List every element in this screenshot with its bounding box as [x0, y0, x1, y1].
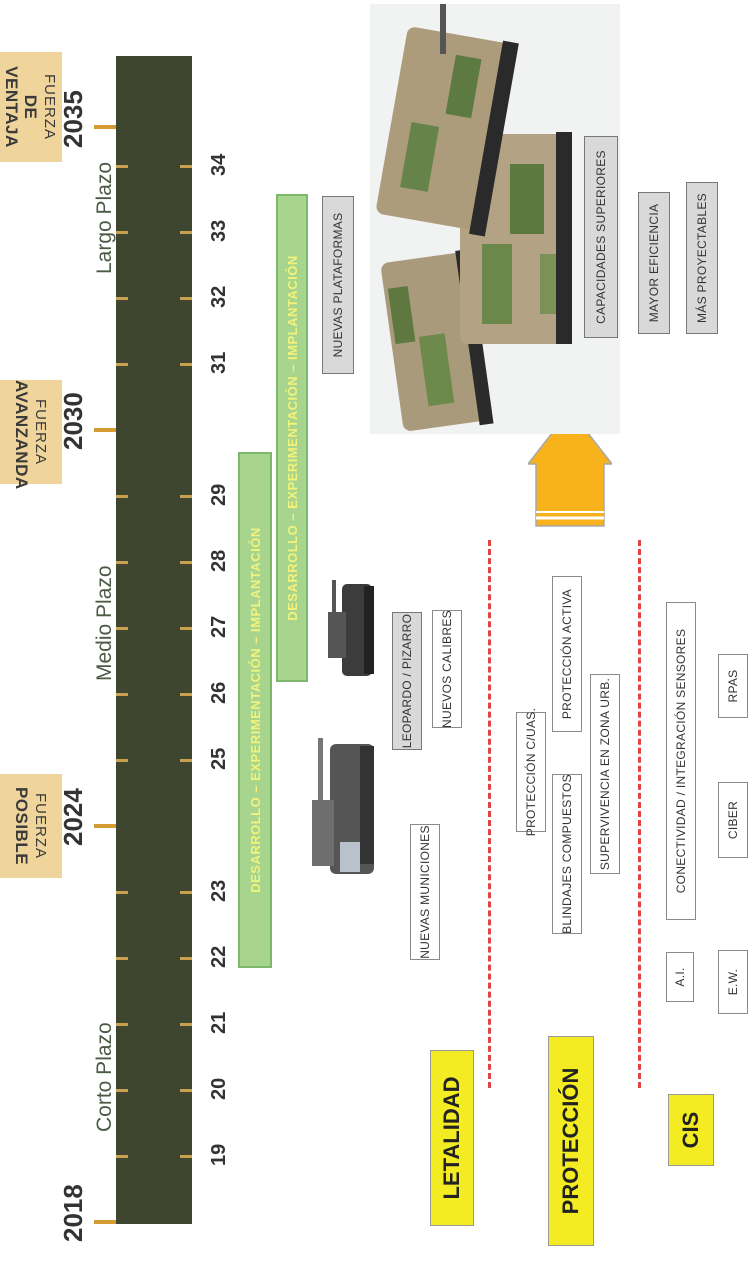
period-medio: Medio Plazo	[93, 565, 116, 681]
minor-tick	[116, 363, 128, 366]
fuerza-posible-label: FUERZA POSIBLE	[0, 774, 62, 878]
minor-year-label: 27	[208, 615, 230, 638]
development-band: DESARROLLO – EXPERIMENTACIÓN – IMPLANTAC…	[238, 452, 272, 968]
minor-tick	[116, 693, 128, 696]
minor-year-label: 31	[208, 351, 230, 374]
minor-tick	[116, 1155, 128, 1158]
future-tanks-image	[370, 4, 620, 434]
minor-tick	[180, 495, 192, 498]
minor-year-label: 26	[208, 681, 230, 704]
proteccion-activa-box: PROTECCIÓN ACTIVA	[552, 576, 582, 732]
minor-tick	[180, 1089, 192, 1092]
fuerza-avanzanda-label: FUERZA AVANZANDA	[0, 380, 62, 490]
minor-year-label: 23	[208, 879, 230, 902]
minor-tick	[116, 627, 128, 630]
proteccion-cuas-box: PROTECCIÓN C/UAS.	[516, 708, 546, 836]
year-label: 2035	[58, 90, 88, 148]
development-band: DESARROLLO – EXPERIMENTACIÓN – IMPLANTAC…	[276, 194, 308, 682]
rpas-box: RPAS	[718, 654, 748, 718]
pizarro-vehicle-image	[312, 738, 374, 874]
fuerza-line: FUERZA	[41, 74, 59, 140]
nuevas-municiones-box: NUEVAS MUNICIONES	[410, 824, 440, 960]
minor-tick	[116, 1089, 128, 1092]
minor-tick	[180, 627, 192, 630]
conectividad-box: CONECTIVIDAD / INTEGRACIÓN SENSORES	[666, 602, 696, 920]
minor-tick	[116, 165, 128, 168]
period-corto: Corto Plazo	[93, 1022, 116, 1132]
nuevos-calibres-box: NUEVOS CALIBRES	[432, 610, 462, 728]
minor-tick	[180, 1023, 192, 1026]
ciber-box: CIBER	[718, 782, 748, 858]
separator-line	[638, 540, 641, 1088]
minor-tick	[180, 957, 192, 960]
period-largo: Largo Plazo	[93, 161, 116, 274]
minor-tick	[180, 363, 192, 366]
minor-tick	[180, 561, 192, 564]
tick-2018	[94, 1220, 116, 1224]
tick-2030	[94, 428, 116, 432]
minor-year-label: 20	[208, 1077, 230, 1100]
minor-year-label: 28	[208, 549, 230, 572]
fuerza-line: POSIBLE	[12, 786, 31, 866]
year-label: 2018	[58, 1184, 88, 1242]
fuerza-line: DE VENTAJA	[2, 66, 41, 148]
minor-tick	[116, 759, 128, 762]
blindajes-compuestos-box: BLINDAJES COMPUESTOS	[552, 774, 582, 934]
leopardo-pizarro-box: LEOPARDO / PIZARRO	[392, 612, 422, 750]
nuevas-plataformas-box: NUEVAS PLATAFORMAS	[322, 196, 354, 374]
minor-year-label: 19	[208, 1143, 230, 1166]
ew-box: E.W.	[718, 950, 748, 1014]
fuerza-line: FUERZA	[32, 399, 49, 465]
minor-year-label: 21	[208, 1011, 230, 1034]
year-label: 2024	[58, 788, 88, 846]
minor-tick	[116, 297, 128, 300]
minor-year-label: 22	[208, 945, 230, 968]
cis-label: CIS	[668, 1094, 714, 1166]
minor-tick	[180, 891, 192, 894]
mayor-eficiencia-box: MAYOR EFICIENCIA	[638, 192, 670, 334]
minor-tick	[180, 297, 192, 300]
capacidades-superiores-box: CAPACIDADES SUPERIORES	[584, 136, 618, 338]
fuerza-line: FUERZA	[32, 793, 49, 859]
ai-box: A.I.	[666, 952, 694, 1002]
minor-tick	[116, 1023, 128, 1026]
minor-tick	[180, 1155, 192, 1158]
letalidad-label: LETALIDAD	[430, 1050, 474, 1226]
year-label: 2030	[58, 392, 88, 450]
minor-tick	[180, 231, 192, 234]
leopardo-tank-image	[328, 580, 374, 676]
minor-year-label: 29	[208, 483, 230, 506]
minor-tick	[116, 561, 128, 564]
tick-2024	[94, 824, 116, 828]
minor-tick	[116, 891, 128, 894]
tick-2035	[94, 125, 116, 129]
mas-proyectables-box: MÁS PROYECTABLES	[686, 182, 718, 334]
minor-tick	[180, 693, 192, 696]
minor-year-label: 25	[208, 747, 230, 770]
minor-year-label: 33	[208, 219, 230, 242]
supervivencia-box: SUPERVIVENCIA EN ZONA URB.	[590, 674, 620, 874]
progress-arrow	[528, 408, 612, 527]
fuerza-line: AVANZANDA	[12, 380, 31, 490]
minor-tick	[180, 759, 192, 762]
minor-tick	[180, 165, 192, 168]
minor-tick	[116, 231, 128, 234]
separator-line	[488, 540, 491, 1088]
minor-tick	[116, 957, 128, 960]
minor-tick	[116, 495, 128, 498]
fuerza-ventaja-label: FUERZA DE VENTAJA	[0, 52, 62, 162]
minor-year-label: 32	[208, 285, 230, 308]
minor-year-label: 34	[208, 153, 230, 176]
proteccion-label: PROTECCIÓN	[548, 1036, 594, 1246]
